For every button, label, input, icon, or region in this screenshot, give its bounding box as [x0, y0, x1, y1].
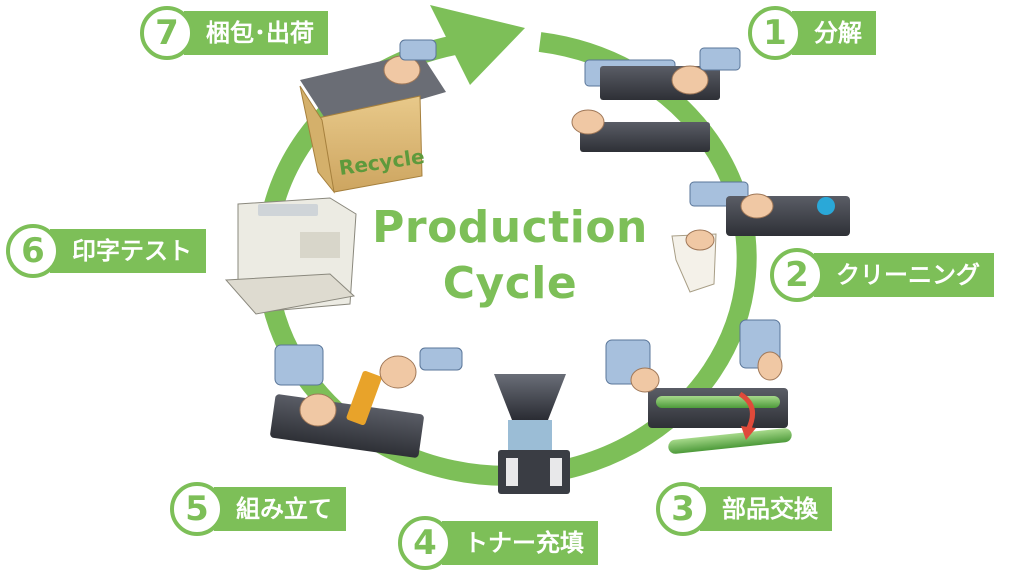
- step-4-toner-filling: 4 トナー充填: [398, 516, 598, 570]
- step-number: 5: [170, 482, 224, 536]
- cleaning-illustration: [671, 181, 850, 293]
- step-number: 3: [656, 482, 710, 536]
- step-1-disassembly: 1 分解: [748, 6, 876, 60]
- title-line-2: Cycle: [442, 258, 578, 309]
- step-number: 2: [770, 248, 824, 302]
- step-number: 7: [140, 6, 194, 60]
- step-7-packing-shipping: 7 梱包･出荷: [140, 6, 328, 60]
- toner-filling-illustration: [494, 374, 570, 494]
- cycle-arrowhead: [430, 5, 525, 85]
- step-number: 6: [6, 224, 60, 278]
- step-2-cleaning: 2 クリーニング: [770, 248, 994, 302]
- step-label: 組み立て: [214, 487, 346, 531]
- title-line-1: Production: [372, 202, 648, 253]
- step-3-parts-replacement: 3 部品交換: [656, 482, 832, 536]
- step-label: 分解: [792, 11, 876, 55]
- assembly-illustration: [270, 344, 463, 458]
- step-label: 梱包･出荷: [184, 11, 328, 55]
- step-label: 印字テスト: [50, 229, 206, 273]
- diagram-title: Production Cycle: [330, 200, 690, 312]
- step-number: 1: [748, 6, 802, 60]
- step-number: 4: [398, 516, 452, 570]
- step-6-print-test: 6 印字テスト: [6, 224, 206, 278]
- printer-illustration: [224, 197, 357, 315]
- step-label: クリーニング: [814, 253, 994, 297]
- packing-illustration: Recycle: [299, 39, 446, 194]
- step-label: 部品交換: [700, 487, 832, 531]
- parts-replacement-illustration: [605, 319, 792, 454]
- step-5-assembly: 5 組み立て: [170, 482, 346, 536]
- disassembly-illustration: [571, 47, 741, 152]
- step-label: トナー充填: [442, 521, 598, 565]
